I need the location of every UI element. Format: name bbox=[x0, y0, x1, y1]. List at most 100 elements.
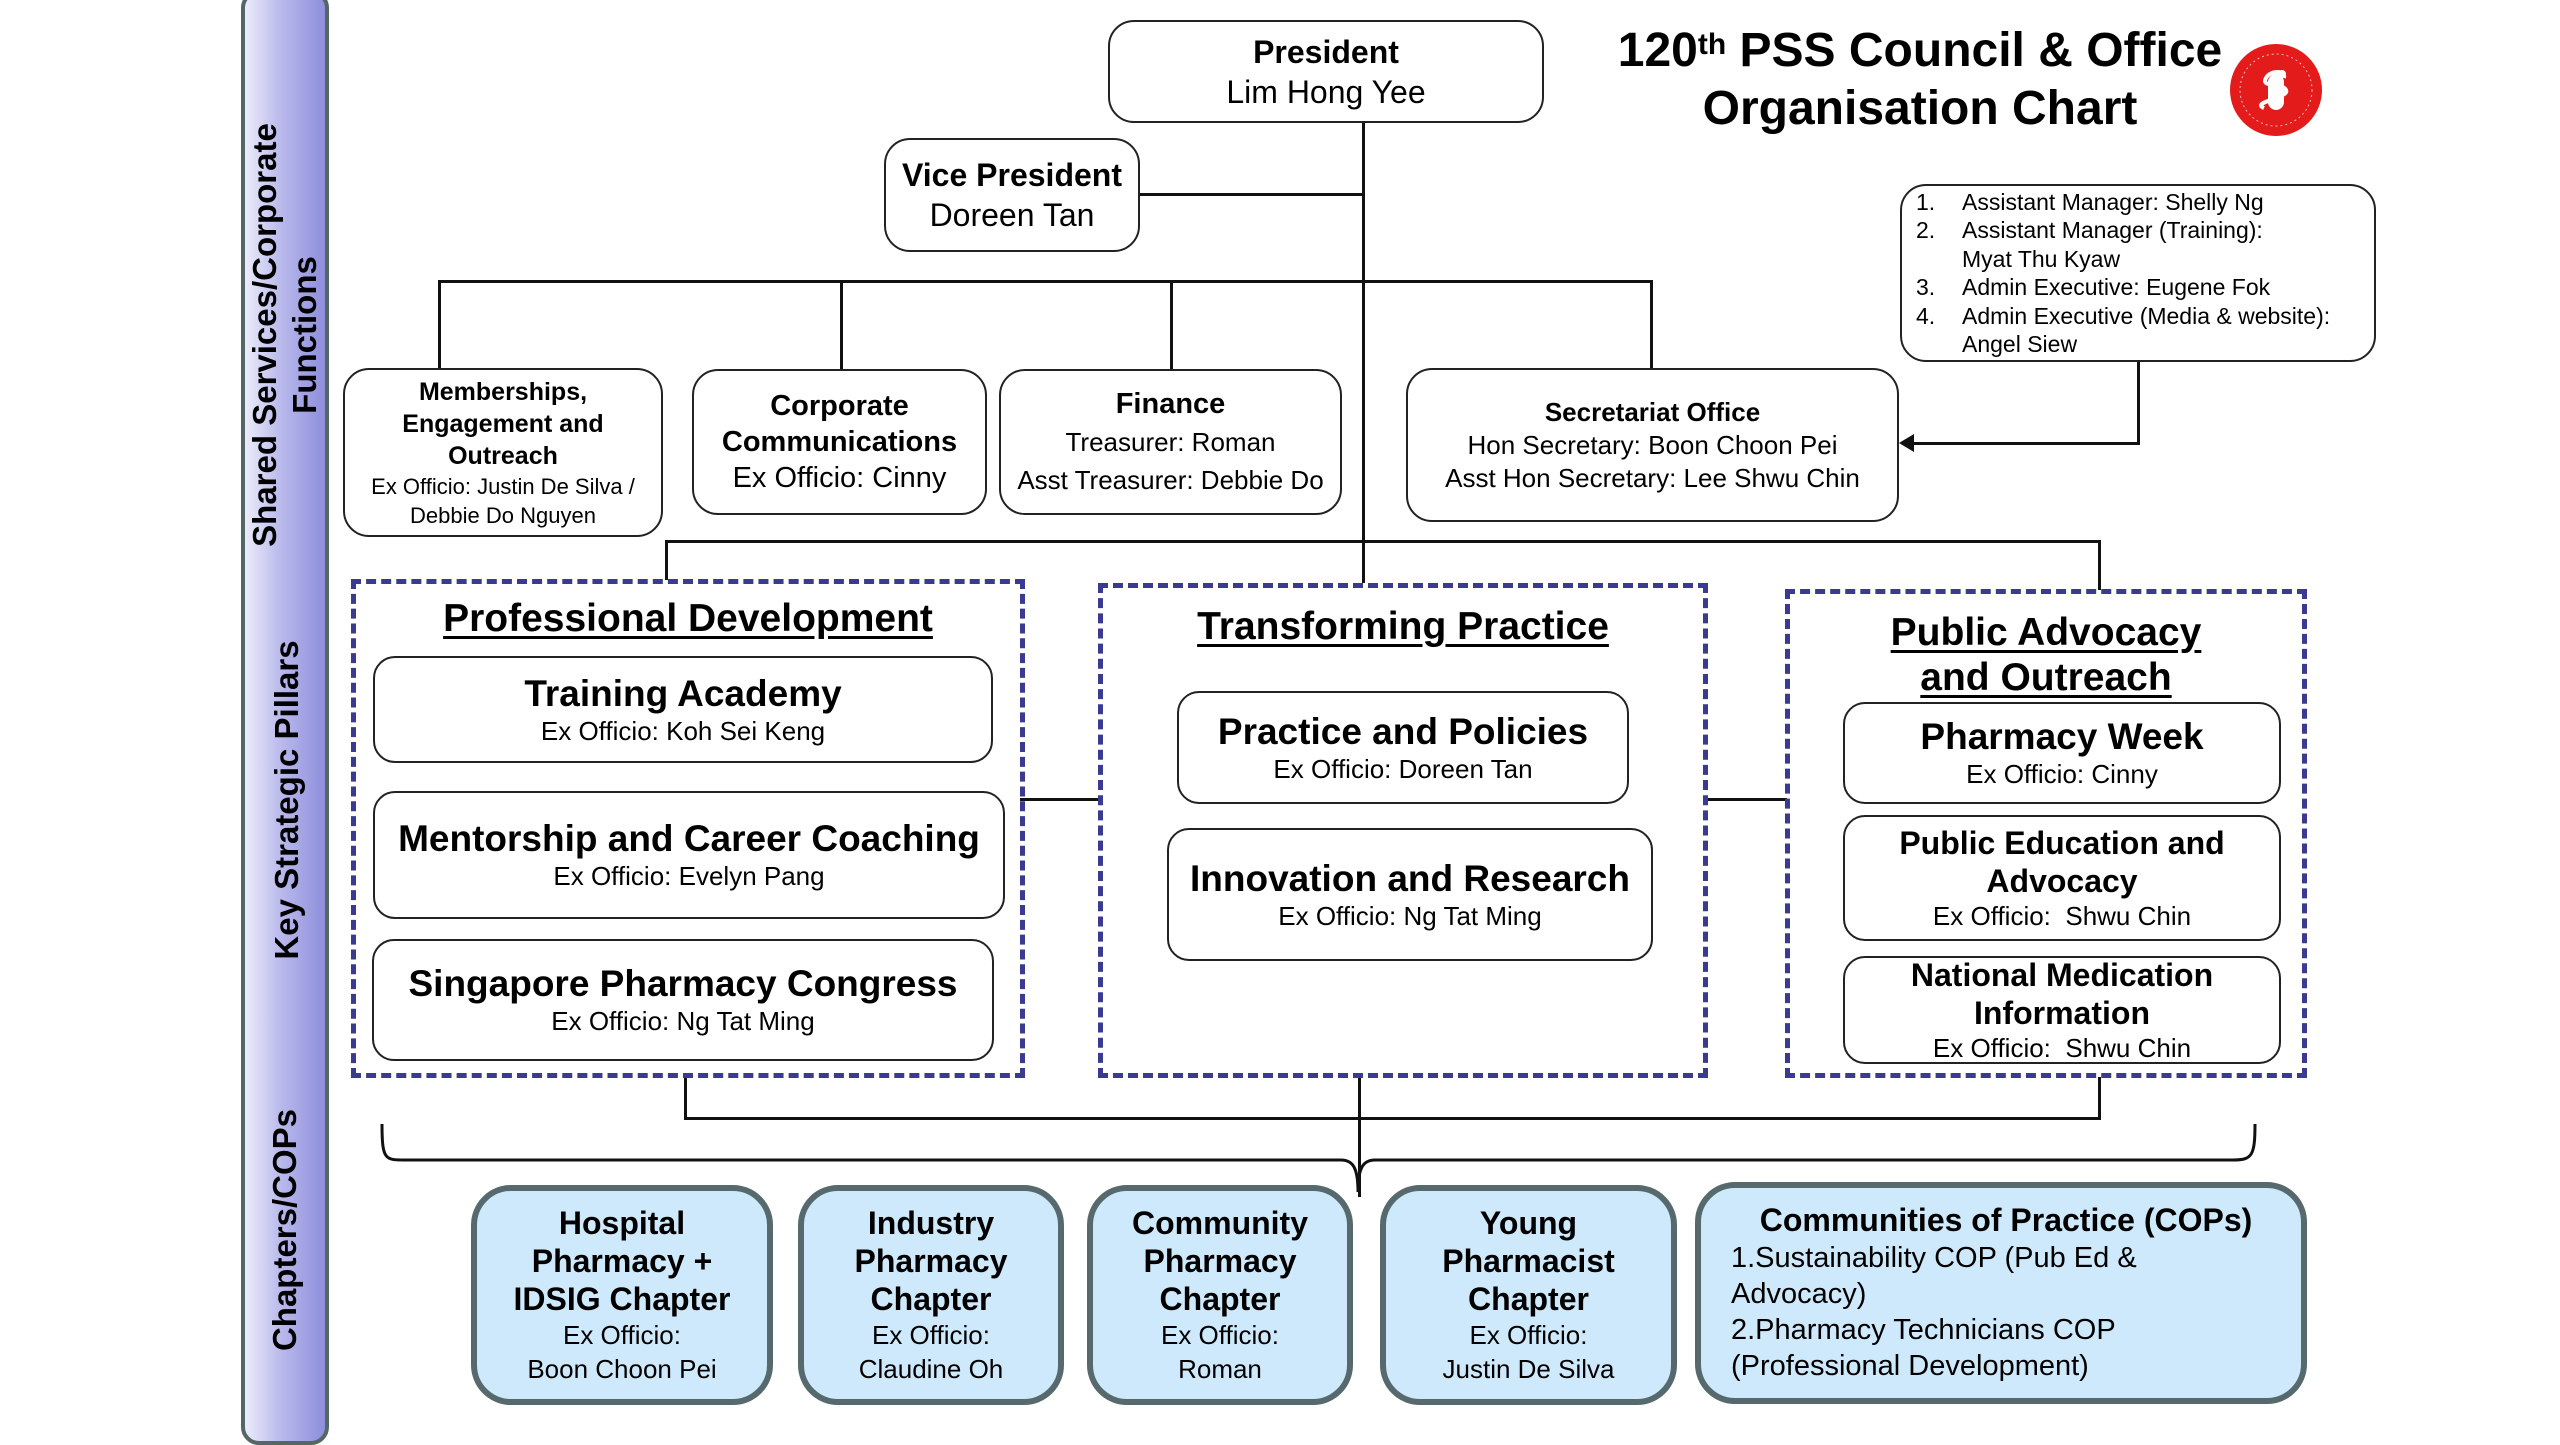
chapters-brace bbox=[380, 1123, 2257, 1193]
communities-of-practice-box[interactable]: Communities of Practice (COPs) 1.Sustain… bbox=[1695, 1182, 2307, 1404]
program-ex-officio: Ex Officio: Shwu Chin bbox=[1932, 901, 2192, 931]
box-title: Memberships, bbox=[418, 377, 588, 406]
title-superscript: th bbox=[1697, 28, 1727, 61]
program-name: Pharmacy Week bbox=[1920, 716, 2204, 757]
connector-line bbox=[2098, 1077, 2101, 1119]
program-training-academy[interactable]: Training Academy Ex Officio: Koh Sei Ken… bbox=[373, 656, 993, 763]
program-name: Public Education and bbox=[1899, 825, 2225, 861]
category-strip bbox=[241, 0, 329, 1445]
chapter-ex-officio-label: Ex Officio: bbox=[562, 1320, 681, 1350]
chapter-ex-officio-name: Claudine Oh bbox=[858, 1354, 1004, 1384]
pillar-transforming-practice: Transforming Practice Practice and Polic… bbox=[1098, 583, 1708, 1078]
program-mentorship[interactable]: Mentorship and Career Coaching Ex Offici… bbox=[373, 791, 1005, 919]
program-innovation-and-research[interactable]: Innovation and Research Ex Officio: Ng T… bbox=[1167, 828, 1653, 961]
chapter-ex-officio-label: Ex Officio: bbox=[1469, 1320, 1588, 1350]
box-subtitle: Hon Secretary: Boon Choon Pei bbox=[1467, 429, 1838, 460]
chapter-name: Community bbox=[1132, 1205, 1308, 1241]
chapter-name: Chapter bbox=[1468, 1281, 1589, 1317]
vp-name: Doreen Tan bbox=[929, 197, 1095, 233]
box-subtitle: Debbie Do Nguyen bbox=[410, 502, 596, 528]
program-ex-officio: Ex Officio: Cinny bbox=[1966, 759, 2158, 789]
connector-line bbox=[1170, 280, 1173, 370]
box-subtitle: Asst Hon Secretary: Lee Shwu Chin bbox=[1445, 462, 1860, 493]
corporate-communications-box[interactable]: Corporate Communications Ex Officio: Cin… bbox=[692, 369, 987, 515]
chapter-name: Industry bbox=[867, 1205, 995, 1241]
secretariat-office-box[interactable]: Secretariat Office Hon Secretary: Boon C… bbox=[1406, 368, 1899, 522]
section-label-line: Functions bbox=[286, 256, 323, 414]
pillar-public-advocacy: Public Advocacy and Outreach Pharmacy We… bbox=[1785, 589, 2307, 1078]
connector-line bbox=[840, 280, 843, 370]
program-public-education[interactable]: Public Education and Advocacy Ex Officio… bbox=[1843, 815, 2281, 941]
staff-number: 3. bbox=[1916, 274, 1936, 300]
president-box[interactable]: President Lim Hong Yee bbox=[1108, 20, 1544, 123]
program-pharmacy-week[interactable]: Pharmacy Week Ex Officio: Cinny bbox=[1843, 702, 2281, 804]
program-ex-officio: Ex Officio: Ng Tat Ming bbox=[1278, 900, 1542, 931]
title-line-1: 120th PSS Council & Office bbox=[1560, 22, 2280, 80]
title-line-2: Organisation Chart bbox=[1702, 82, 2138, 135]
title-text: PSS Council & Office bbox=[1726, 24, 2223, 77]
box-title: Communications bbox=[721, 426, 958, 458]
title-number: 120 bbox=[1617, 24, 1698, 77]
chapter-ex-officio-name: Boon Choon Pei bbox=[527, 1354, 717, 1384]
staff-text: Myat Thu Kyaw bbox=[1962, 245, 2121, 272]
program-name: Information bbox=[1974, 995, 2150, 1031]
connector-line bbox=[665, 540, 668, 580]
staff-connector-line bbox=[2137, 361, 2140, 445]
staff-arrow-line bbox=[1912, 442, 2140, 445]
box-subtitle: Ex Officio: Cinny bbox=[732, 462, 947, 494]
program-national-medication-information[interactable]: National Medication Information Ex Offic… bbox=[1843, 956, 2281, 1064]
corporate-functions-bus-line bbox=[438, 280, 1652, 283]
box-title: Outreach bbox=[448, 441, 558, 470]
program-name: Training Academy bbox=[524, 672, 842, 714]
program-ex-officio: Ex Officio: Ng Tat Ming bbox=[551, 1006, 815, 1036]
staff-list: 1.Assistant Manager: Shelly Ng 2.Assista… bbox=[1916, 188, 2330, 359]
box-title: Secretariat Office bbox=[1544, 396, 1761, 427]
program-ex-officio: Ex Officio: Shwu Chin bbox=[1932, 1033, 2192, 1063]
staff-item: 4.Admin Executive (Media & website): bbox=[1916, 302, 2330, 331]
chapter-ex-officio-name: Roman bbox=[1178, 1354, 1262, 1384]
president-trunk-line bbox=[1362, 123, 1365, 583]
program-name: Practice and Policies bbox=[1217, 710, 1589, 752]
staff-item: 1.Assistant Manager: Shelly Ng bbox=[1916, 188, 2330, 217]
pillar-title: Professional Development bbox=[443, 597, 933, 640]
memberships-box[interactable]: Memberships, Engagement and Outreach Ex … bbox=[343, 368, 663, 537]
cop-item: Advocacy) bbox=[1731, 1278, 1867, 1310]
connector-line bbox=[2098, 540, 2101, 590]
chapter-industry-pharmacy[interactable]: Industry Pharmacy Chapter Ex Officio: Cl… bbox=[798, 1185, 1064, 1405]
chapter-ex-officio-name: Justin De Silva bbox=[1442, 1354, 1615, 1384]
snake-emblem-icon bbox=[2239, 53, 2313, 127]
chapter-name: Young bbox=[1479, 1205, 1578, 1241]
vice-president-box[interactable]: Vice President Doreen Tan bbox=[884, 138, 1140, 252]
box-subtitle: Treasurer: Roman bbox=[1065, 427, 1276, 457]
chapters-trunk-line bbox=[1358, 1077, 1361, 1197]
program-practice-and-policies[interactable]: Practice and Policies Ex Officio: Doreen… bbox=[1177, 691, 1629, 804]
finance-box[interactable]: Finance Treasurer: Roman Asst Treasurer:… bbox=[999, 369, 1342, 515]
program-name: Innovation and Research bbox=[1190, 857, 1630, 899]
program-singapore-pharmacy-congress[interactable]: Singapore Pharmacy Congress Ex Officio: … bbox=[372, 939, 994, 1061]
section-label-key-strategic-pillars: Key Strategic Pillars bbox=[268, 640, 305, 960]
program-name: Advocacy bbox=[1986, 863, 2138, 899]
staff-item: 2.Assistant Manager (Training): bbox=[1916, 216, 2330, 245]
vp-connector-line bbox=[1139, 193, 1364, 196]
chapter-ex-officio-label: Ex Officio: bbox=[871, 1320, 990, 1350]
pillars-bus-line bbox=[665, 540, 2101, 543]
staff-text: Admin Executive: Eugene Fok bbox=[1962, 274, 2271, 300]
office-staff-box[interactable]: 1.Assistant Manager: Shelly Ng 2.Assista… bbox=[1900, 184, 2376, 362]
president-name: Lim Hong Yee bbox=[1226, 73, 1426, 110]
cops-title: Communities of Practice (COPs) bbox=[1759, 1202, 2253, 1238]
box-subtitle: Ex Officio: Justin De Silva / bbox=[371, 473, 635, 499]
box-title: Engagement and bbox=[402, 409, 604, 438]
chapter-hospital-pharmacy[interactable]: Hospital Pharmacy + IDSIG Chapter Ex Off… bbox=[471, 1185, 773, 1405]
program-ex-officio: Ex Officio: Doreen Tan bbox=[1273, 753, 1533, 784]
chapter-community-pharmacy[interactable]: Community Pharmacy Chapter Ex Officio: R… bbox=[1087, 1185, 1353, 1405]
program-name: National Medication bbox=[1910, 957, 2214, 993]
chapter-name: Pharmacist bbox=[1442, 1243, 1615, 1279]
connector-line bbox=[438, 280, 441, 370]
pillar-title: Transforming Practice bbox=[1197, 605, 1609, 648]
cop-item: (Professional Development) bbox=[1731, 1350, 2089, 1382]
chapter-young-pharmacist[interactable]: Young Pharmacist Chapter Ex Officio: Jus… bbox=[1380, 1185, 1677, 1405]
pillar-title: Public Advocacy bbox=[1890, 611, 2202, 654]
pss-logo-icon bbox=[2230, 44, 2322, 136]
pillar-professional-development: Professional Development Training Academ… bbox=[351, 579, 1025, 1078]
chapter-name: Chapter bbox=[1159, 1281, 1281, 1317]
